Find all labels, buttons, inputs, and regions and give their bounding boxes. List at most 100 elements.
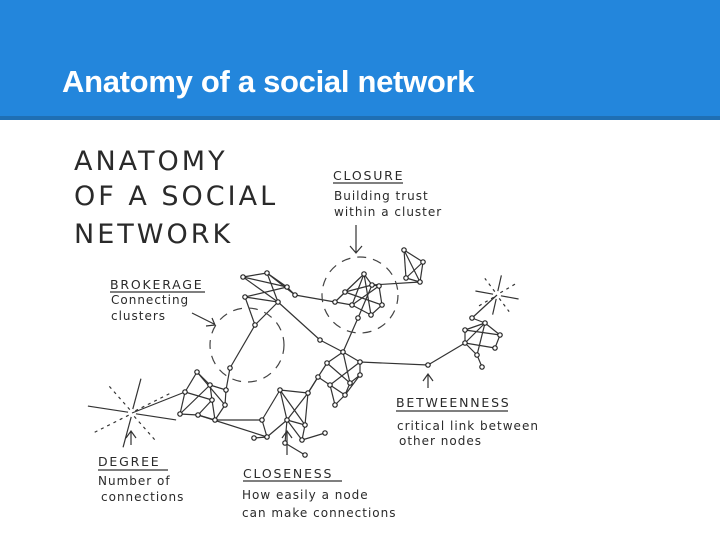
degree-arrow-icon	[125, 429, 137, 445]
network-node	[195, 412, 201, 418]
network-node	[194, 369, 200, 375]
degree-line-1: Number of	[98, 474, 171, 488]
network-edge	[464, 322, 486, 344]
network-edge	[476, 322, 486, 356]
network-edge	[329, 384, 346, 396]
network-node	[222, 402, 228, 408]
network-edge	[225, 367, 231, 391]
network-edge	[304, 392, 309, 426]
degree-spoke	[478, 296, 494, 307]
network-node	[292, 292, 298, 298]
network-node	[264, 270, 270, 276]
degree-spoke	[484, 277, 496, 293]
degree-spoke	[132, 378, 142, 410]
closure-arrow-icon	[349, 225, 363, 254]
network-edge	[326, 351, 344, 364]
network-node	[349, 302, 355, 308]
brokerage-line-2: clusters	[111, 309, 166, 323]
network-edge	[196, 371, 226, 406]
network-node	[403, 275, 409, 281]
brokerage-label: BROKERAGE	[110, 277, 204, 292]
network-node	[284, 417, 290, 423]
network-edge	[244, 286, 288, 298]
degree-spoke	[94, 414, 129, 433]
network-node	[264, 434, 270, 440]
network-nodes	[177, 247, 503, 458]
network-edge	[242, 272, 268, 278]
network-node	[479, 364, 485, 370]
network-node	[401, 247, 407, 253]
brokerage-circle	[209, 307, 285, 383]
network-node	[240, 274, 246, 280]
closure-label: CLOSURE	[333, 168, 404, 183]
network-node	[462, 327, 468, 333]
network-edge	[279, 389, 306, 426]
network-edge	[301, 432, 326, 441]
network-node	[376, 283, 382, 289]
network-edge	[244, 296, 279, 303]
network-edge	[261, 419, 268, 438]
dashed-highlights	[209, 256, 399, 383]
slide-header: Anatomy of a social network	[0, 0, 720, 120]
network-node	[317, 337, 323, 343]
network-edge	[286, 419, 303, 441]
network-edge	[279, 389, 309, 394]
network-edge	[357, 284, 373, 319]
network-node	[482, 320, 488, 326]
heading-line-1: ANATOMY	[74, 146, 228, 177]
network-node	[322, 430, 328, 436]
network-node	[332, 299, 338, 305]
network-edge	[261, 389, 281, 421]
degree-spoke	[135, 393, 170, 412]
degree-spoke	[475, 290, 494, 295]
network-node	[462, 340, 468, 346]
brokerage-line-1: Connecting	[111, 293, 189, 307]
network-edge	[266, 272, 279, 303]
network-edge	[242, 276, 279, 303]
network-node	[242, 294, 248, 300]
network-node	[259, 417, 265, 423]
network-edge	[403, 249, 407, 279]
network-edge	[334, 273, 365, 303]
network-node	[420, 259, 426, 265]
closure-line-1: Building trust	[334, 189, 429, 203]
network-node	[342, 392, 348, 398]
network-node	[212, 417, 218, 423]
network-edge	[342, 351, 361, 363]
network-edge	[351, 285, 380, 306]
network-node	[425, 362, 431, 368]
degree-spoke	[500, 283, 516, 294]
network-edge	[286, 419, 306, 426]
network-node	[327, 382, 333, 388]
network-edge	[179, 413, 199, 416]
network-edge	[279, 389, 288, 421]
network-edge	[214, 404, 226, 421]
network-edge	[378, 285, 383, 306]
network-node	[417, 279, 423, 285]
degree-label: DEGREE	[98, 454, 161, 469]
network-edge	[286, 392, 309, 421]
network-node	[299, 437, 305, 443]
heading-line-3: NETWORK	[74, 219, 233, 250]
network-edge	[229, 324, 256, 369]
network-edge	[197, 399, 213, 416]
network-edge	[319, 339, 344, 353]
network-node	[340, 349, 346, 355]
network-edge	[244, 296, 256, 326]
network-node	[227, 365, 233, 371]
network-edge	[211, 399, 216, 421]
network-node	[368, 312, 374, 318]
network-node	[177, 411, 183, 417]
betweenness-label: BETWEENNESS	[396, 395, 511, 410]
network-node	[315, 374, 321, 380]
network-node	[497, 332, 503, 338]
network-edge	[266, 272, 296, 296]
network-edge	[326, 362, 351, 384]
network-node	[332, 402, 338, 408]
degree-spoke	[492, 298, 497, 315]
network-node	[347, 380, 353, 386]
network-edge	[471, 294, 498, 319]
underlines	[98, 182, 508, 482]
network-node	[284, 284, 290, 290]
